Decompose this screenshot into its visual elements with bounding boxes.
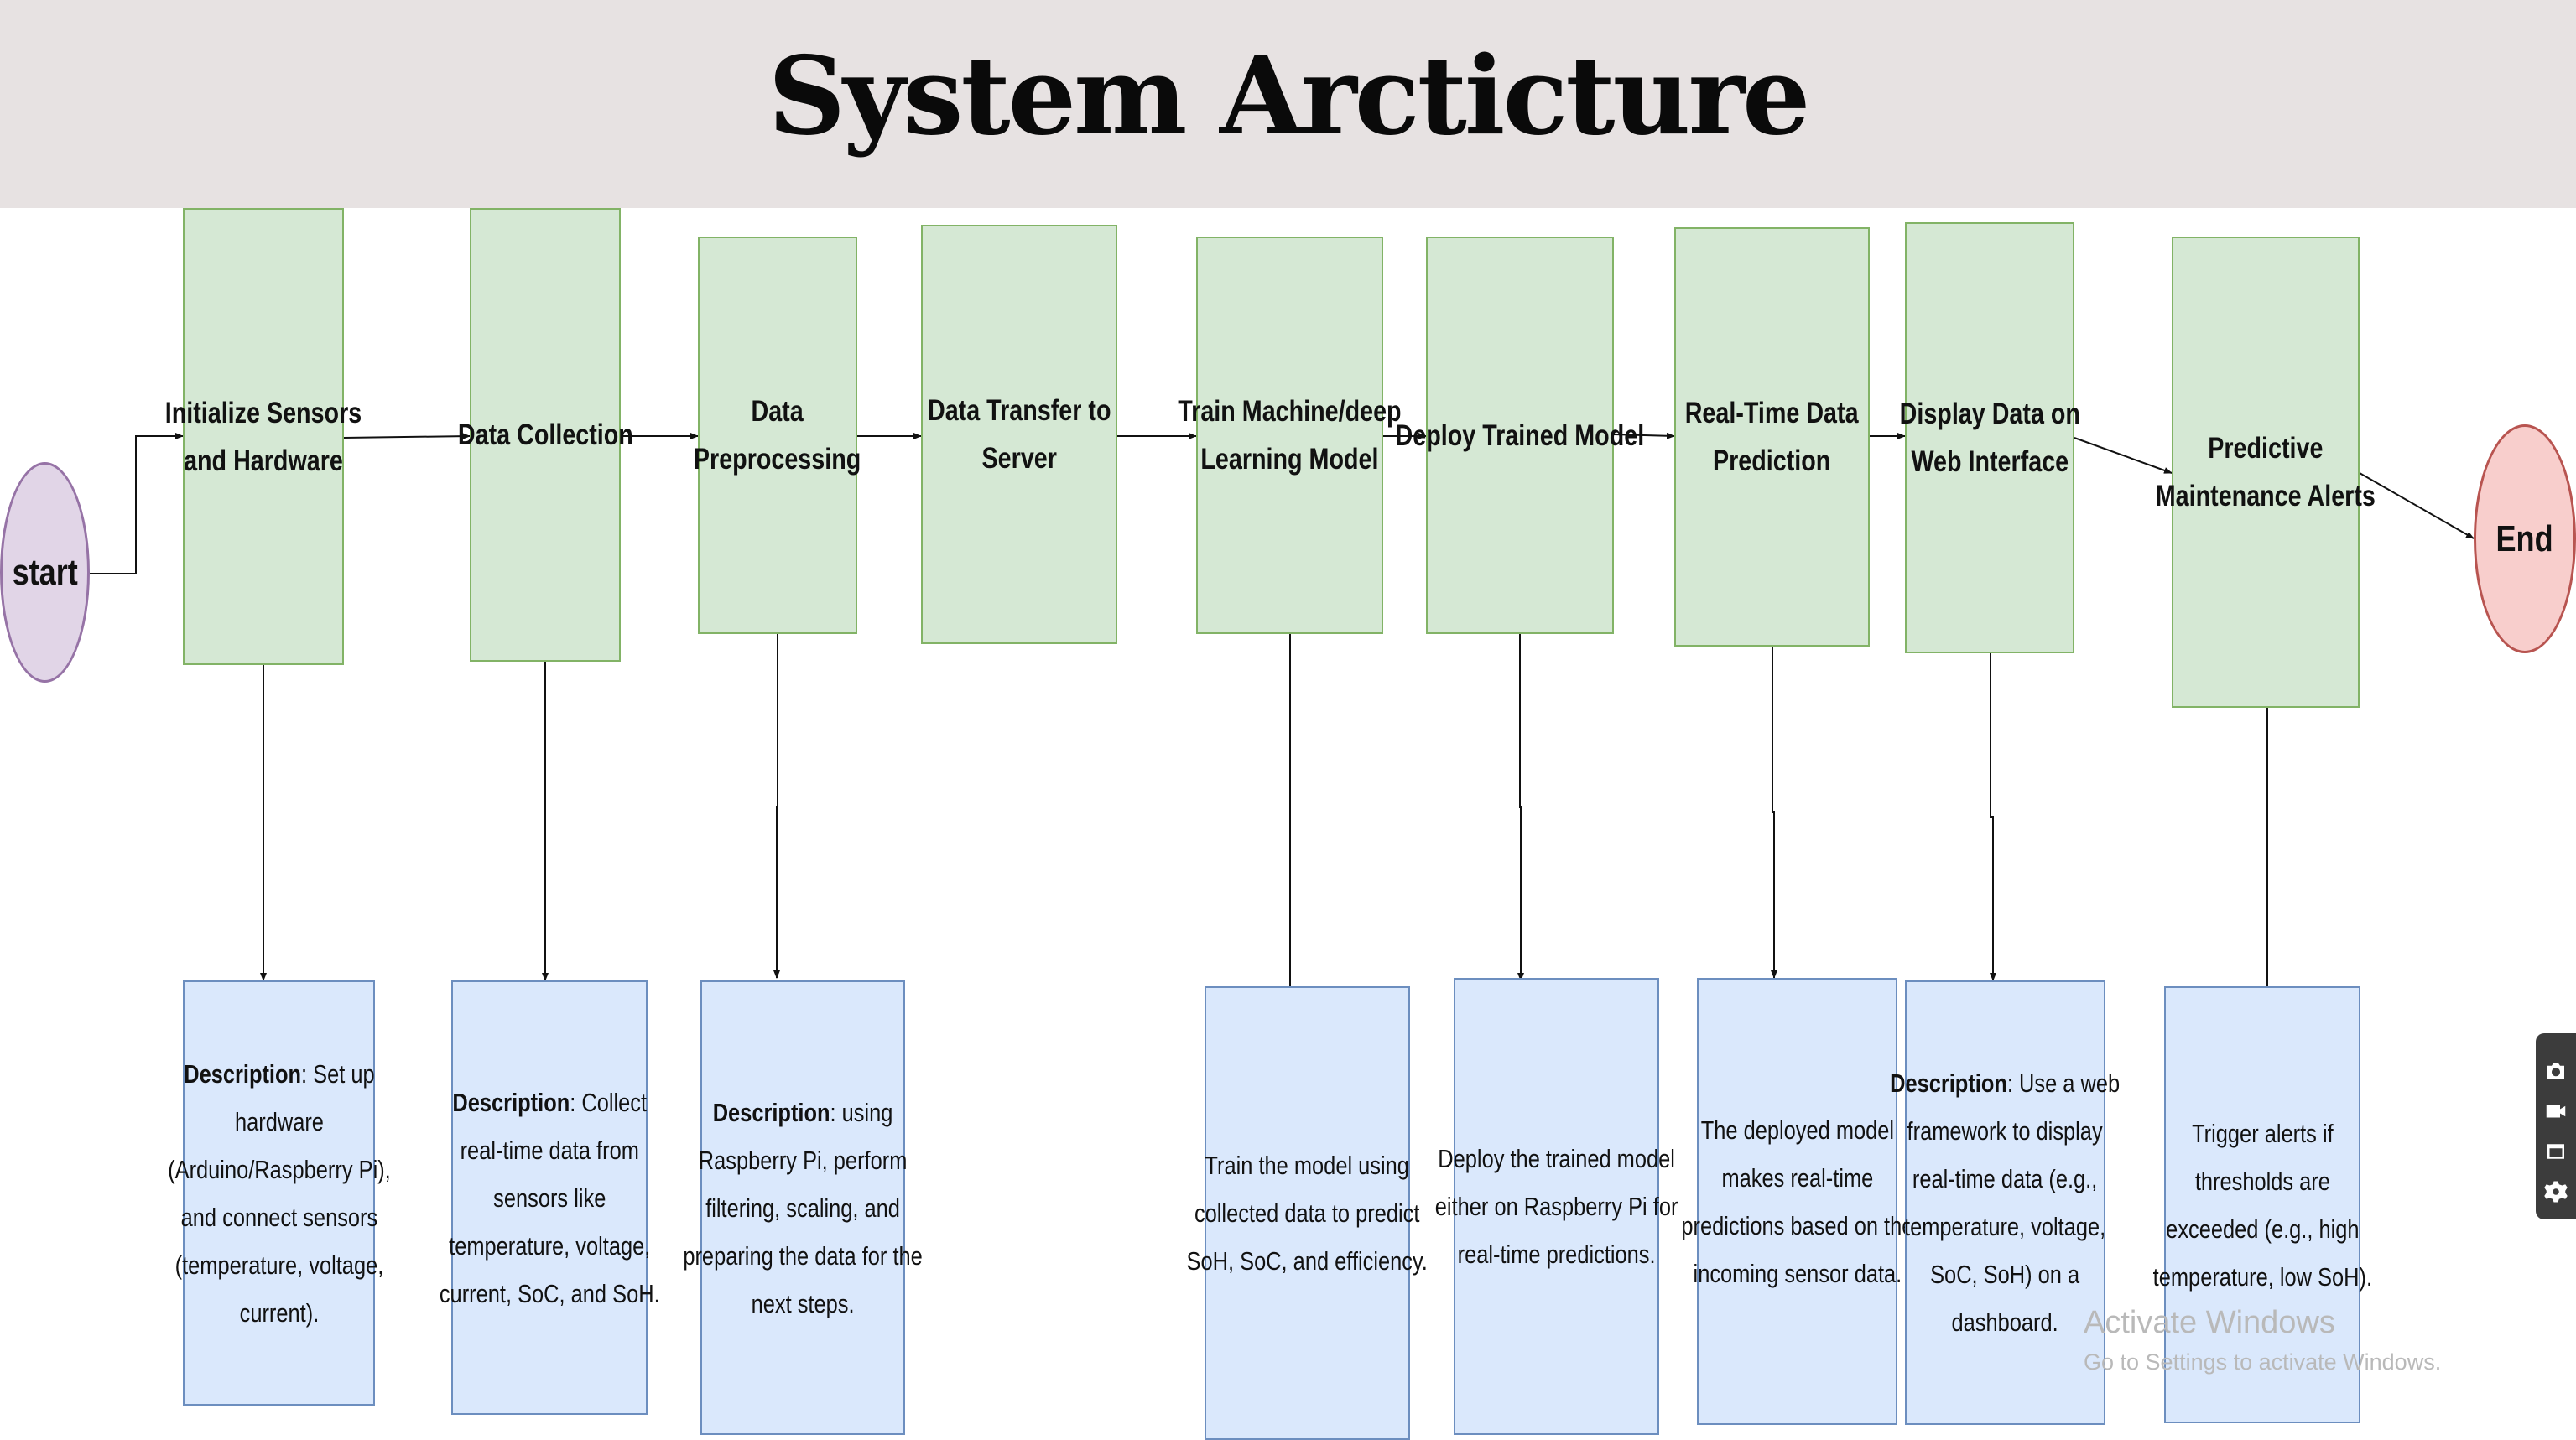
desc-line: filtering, scaling, and	[705, 1193, 900, 1223]
page-title: System Arcticture	[768, 34, 1811, 159]
desc-line: : Set up	[300, 1058, 375, 1089]
desc-line: SoH, SoC, and efficiency.	[1186, 1246, 1429, 1276]
desc-line: sensors like	[492, 1183, 606, 1213]
step-label-line: Predictive	[2208, 432, 2324, 465]
activate-windows-watermark: Activate Windows Go to Settings to activ…	[2084, 1305, 2441, 1375]
camera-icon[interactable]	[2543, 1058, 2568, 1084]
desc-line: Raspberry Pi, perform	[698, 1145, 908, 1175]
step-display-web: Display Data on Web Interface	[1899, 222, 2080, 653]
desc-line: : using	[830, 1097, 893, 1127]
desc-line: thresholds are	[2194, 1166, 2330, 1196]
desc-line: and connect sensors	[180, 1202, 377, 1232]
watermark-title: Activate Windows	[2084, 1305, 2335, 1340]
desc-label: Description	[1890, 1068, 2008, 1098]
step-label-line: Data Collection	[457, 418, 633, 451]
desc-line: predictions based on the	[1681, 1210, 1914, 1240]
step-label-line: Initialize Sensors	[164, 396, 362, 429]
gear-icon[interactable]	[2543, 1179, 2568, 1204]
desc-arrow	[1517, 634, 1524, 981]
watermark-subtitle: Go to Settings to activate Windows.	[2084, 1349, 2442, 1375]
flow-arrow	[2074, 437, 2173, 474]
step-label-line: Real-Time Data	[1685, 397, 1859, 429]
step-label-line: Data	[751, 395, 804, 428]
desc-line: incoming sensor data.	[1693, 1258, 1902, 1288]
desc-label: Description	[452, 1087, 570, 1117]
desc-data-preprocessing: Description: using Raspberry Pi, perform…	[683, 980, 923, 1435]
desc-initialize-sensors: Description: Set up hardware (Arduino/Ra…	[168, 980, 390, 1406]
flow-arrow	[2359, 472, 2475, 539]
desc-train-model: Train the model using collected data to …	[1187, 986, 1428, 1440]
desc-line: next steps.	[751, 1288, 855, 1318]
desc-line: real-time predictions.	[1457, 1240, 1656, 1269]
start-node: start	[0, 462, 90, 683]
desc-arrow	[773, 634, 780, 979]
desc-deploy-model: Deploy the trained model either on Raspb…	[1435, 978, 1678, 1435]
desc-line: exceeded (e.g., high	[2165, 1214, 2360, 1244]
desc-line: dashboard.	[1951, 1307, 2059, 1337]
step-data-collection: Data Collection	[458, 208, 632, 662]
desc-line: SoC, SoH) on a	[1930, 1260, 2080, 1289]
desc-line: preparing the data for the	[683, 1240, 923, 1271]
step-label-line: Train Machine/deep	[1178, 395, 1402, 428]
step-initialize-sensors: Initialize Sensors and Hardware	[165, 208, 362, 665]
desc-line: : Use a web	[2007, 1068, 2121, 1098]
step-label-line: and Hardware	[184, 444, 343, 477]
step-label-line: Server	[981, 442, 1057, 475]
desc-line: The deployed model	[1700, 1115, 1894, 1145]
desc-line: (temperature, voltage,	[174, 1250, 383, 1280]
desc-line: current, SoC, and SoH.	[439, 1278, 660, 1308]
desc-line: Train the model using	[1205, 1151, 1410, 1180]
flow-arrow	[90, 433, 184, 574]
desc-line: (Arduino/Raspberry Pi),	[167, 1154, 391, 1184]
step-label-line: Deploy Trained Model	[1395, 418, 1645, 452]
desc-display-web: Description: Use a web framework to disp…	[1890, 980, 2121, 1425]
flow-arrow	[343, 433, 471, 440]
desc-line: real-time data (e.g.,	[1912, 1164, 2098, 1193]
step-label-line: Display Data on	[1899, 398, 2080, 430]
step-label-line: Web Interface	[1911, 445, 2069, 478]
desc-line: temperature, low SoH).	[2152, 1261, 2372, 1292]
step-data-transfer: Data Transfer to Server	[921, 225, 1117, 644]
desc-label: Description	[712, 1097, 830, 1127]
desc-line: hardware	[234, 1106, 324, 1136]
desc-arrow	[1990, 653, 1996, 981]
step-label-line: Prediction	[1713, 444, 1831, 477]
desc-predictive-alerts: Trigger alerts if thresholds are exceede…	[2152, 986, 2372, 1423]
start-label: start	[12, 551, 78, 593]
desc-line: : Collect	[569, 1087, 647, 1117]
desc-line: makes real-time	[1721, 1162, 1873, 1193]
window-icon[interactable]	[2543, 1139, 2568, 1164]
desc-line: Deploy the trained model	[1438, 1144, 1675, 1173]
desc-label: Description	[183, 1058, 301, 1089]
desc-line: Trigger alerts if	[2191, 1118, 2334, 1148]
flow-arrow	[1613, 432, 1675, 439]
desc-line: collected data to predict	[1194, 1198, 1420, 1228]
end-node: End	[2474, 424, 2576, 653]
step-label-line: Preprocessing	[694, 443, 861, 476]
video-icon[interactable]	[2543, 1099, 2568, 1124]
step-label-line: Data Transfer to	[927, 394, 1111, 427]
step-label-line: Maintenance Alerts	[2155, 480, 2376, 512]
desc-real-time-prediction: The deployed model makes real-time predi…	[1681, 978, 1913, 1425]
desc-arrow	[1771, 647, 1777, 979]
desc-line: either on Raspberry Pi for	[1434, 1192, 1678, 1221]
desc-line: real-time data from	[460, 1135, 639, 1165]
desc-data-collection: Description: Collect real-time data from…	[440, 980, 659, 1415]
step-deploy-model: Deploy Trained Model	[1396, 237, 1644, 634]
desc-line: current).	[239, 1297, 319, 1328]
desc-line: temperature, voltage,	[448, 1230, 651, 1261]
desc-line: framework to display	[1907, 1116, 2104, 1146]
step-label-line: Learning Model	[1200, 443, 1379, 476]
desc-line: temperature, voltage,	[1904, 1212, 2106, 1241]
end-label: End	[2495, 517, 2554, 559]
floating-toolbar	[2536, 1033, 2576, 1219]
title-band	[0, 0, 2576, 208]
